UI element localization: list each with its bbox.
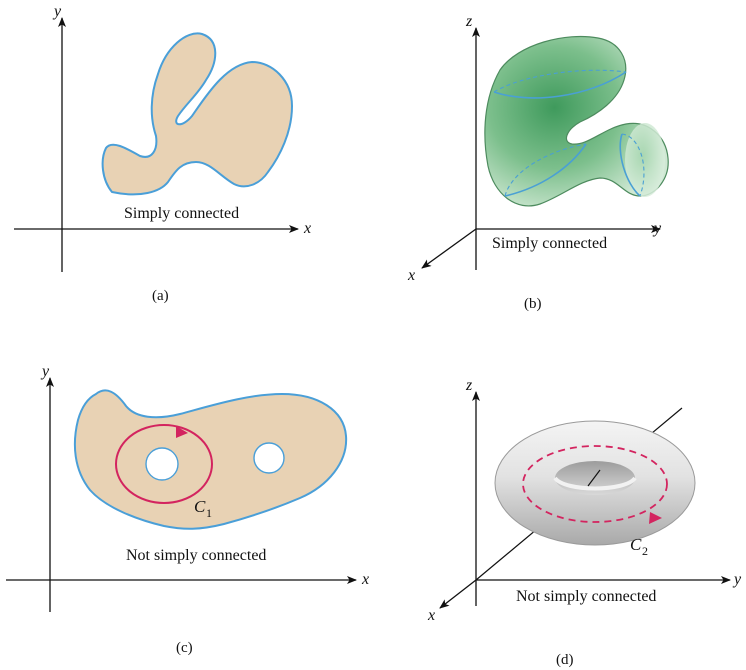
panel-c-caption: Not simply connected (126, 547, 266, 564)
panel-d-torus-hole-rim (553, 476, 637, 491)
panel-d-curve-label: C (630, 535, 642, 554)
panel-b-label: (b) (524, 296, 542, 312)
panel-c: y x C 1 Not simply connected (c) (6, 363, 369, 656)
panel-b-y-label: y (652, 220, 662, 237)
panel-b-section-bottom (504, 143, 587, 197)
panel-c-region (73, 389, 348, 530)
panel-a-x-label: x (303, 220, 311, 237)
panel-a-region (101, 32, 294, 196)
panel-b-section-top (493, 71, 627, 99)
panel-c-curve-arrow (176, 426, 188, 438)
panel-b-x-label: x (407, 267, 415, 284)
panel-d-x-axis (439, 579, 477, 609)
panel-c-x-label: x (361, 571, 369, 588)
panel-b-section-end-back (621, 133, 645, 197)
panel-a: y x Simply connected (a) (14, 3, 311, 304)
panel-d-y-label: y (732, 571, 742, 588)
panel-c-curve-label: C (194, 497, 206, 516)
panel-c-hole-left (145, 447, 179, 481)
panel-b-caption: Simply connected (492, 235, 607, 252)
panel-c-curve-subscript: 1 (206, 506, 212, 520)
panel-d-x-label: x (427, 607, 435, 624)
panel-c-label: (c) (176, 640, 193, 656)
panel-d-curve-arrow (649, 512, 662, 524)
panel-d-diagonal-line-through (587, 469, 601, 487)
panel-a-y-label: y (52, 3, 62, 20)
panel-b: z y x Simply connected (b) (407, 13, 669, 312)
panel-c-y-label: y (40, 363, 50, 380)
panel-a-label: (a) (152, 288, 169, 304)
panel-b-section-bottom-back (504, 143, 587, 197)
panel-c-curve-c1 (115, 424, 213, 504)
panel-c-hole-right (253, 442, 285, 474)
panel-d-z-label: z (465, 377, 473, 394)
panel-d-label: (d) (556, 652, 574, 668)
panel-b-section-top-back (493, 69, 627, 93)
panel-d-caption: Not simply connected (516, 588, 656, 605)
panel-d: z y x C 2 Not simply connected (d) (427, 377, 742, 668)
panel-b-section-end (619, 133, 641, 197)
panel-a-caption: Simply connected (124, 205, 239, 222)
panel-b-z-label: z (465, 13, 473, 30)
panel-d-curve-c2 (522, 445, 668, 523)
panel-d-curve-subscript: 2 (642, 544, 648, 558)
panel-b-x-axis (421, 228, 477, 269)
